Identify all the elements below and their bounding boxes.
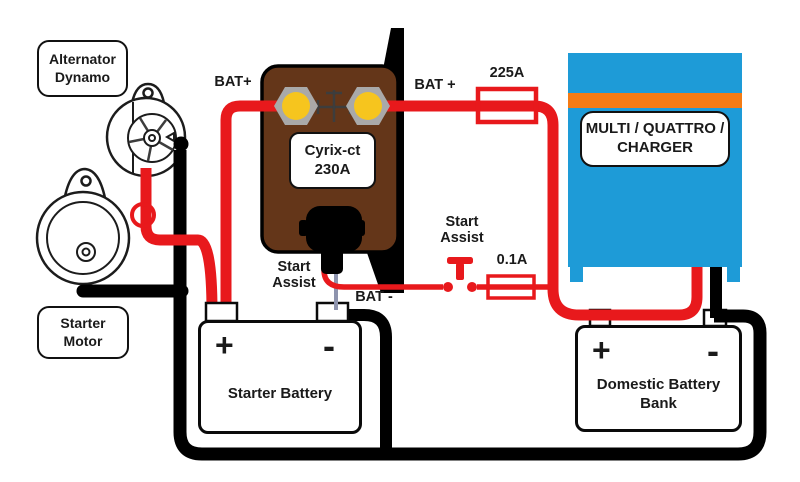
charger-foot-left [570,267,583,282]
starter-battery-name: Starter Battery [227,385,333,402]
charger-label: MULTI / QUATTRO / CHARGER [580,111,730,167]
starter-motor-label-line2: Motor [63,332,103,349]
start-assist-lower-label: Start Assist [262,259,326,291]
domestic-battery-name-line1: Domestic Battery [596,376,721,393]
start-assist-lower-line2: Assist [272,275,316,292]
bat-plus-right-label: BAT + [414,77,456,93]
charger-box: MULTI / QUATTRO / CHARGER [568,53,742,282]
charger-foot-right [727,267,740,282]
positive-wires [130,86,703,321]
relay-to-domestic-battery-wire [386,100,703,321]
switch-button-stem [456,263,464,280]
domestic-battery-minus-sign: - [707,330,719,371]
domestic-battery-box: + - Domestic Battery Bank [575,325,742,432]
starter-battery-box: + - Starter Battery [198,320,362,434]
domestic-battery-name-line2: Bank [640,395,677,412]
main-fuse-symbol [475,86,539,125]
start-assist-upper-line1: Start [445,214,479,230]
domestic-battery-plus-sign: + [592,332,611,368]
starter-battery-plus-sign: + [215,327,234,363]
bat-plus-left-label: BAT+ [214,74,252,90]
relay-terminals [274,87,390,125]
main-fuse-label: 225A [489,65,525,81]
starter-battery-minus-wire [342,309,392,452]
charger-label-line2: CHARGER [617,139,693,156]
charger-label-line1: MULTI / QUATTRO / [585,120,725,138]
switch-button-cap [447,257,473,264]
alternator-output-wire [140,168,218,313]
starter-motor-label-line1: Starter [60,315,106,332]
ground-wires [76,136,767,461]
relay-label-line1: Cyrix-ct [304,142,361,160]
assist-fuse-label: 0.1A [496,252,528,268]
starter-battery-minus-terminal [315,301,350,323]
starter-motor-label-box: Starter Motor [37,306,129,359]
switch-contact-right [467,282,477,292]
ground-loop-wire [173,150,767,461]
assist-fuse-symbol [486,274,536,300]
alternator-label-box: Alternator Dynamo [37,40,128,97]
relay-terminal-stud-left [282,92,310,120]
bat-minus-label: BAT - [355,289,393,305]
relay-label-line2: 230A [314,160,351,178]
alternator-label-line1: Alternator [49,51,116,68]
start-assist-lower-line1: Start [277,259,311,275]
relay-terminal-stud-right [354,92,382,120]
alternator-ground-dot [173,136,189,152]
alternator-label-line2: Dynamo [54,68,111,85]
relay-connector [299,206,365,274]
alternator-drawing [105,82,187,178]
starter-motor-drawing [35,167,131,286]
wire-ring-connector [130,202,156,228]
starter-battery-plus-terminal [204,301,239,323]
relay-label: Cyrix-ct 230A [289,132,376,189]
relay-to-starter-battery-wire [220,100,288,312]
start-assist-upper-label: Start Assist [430,214,494,246]
starter-battery-minus-sign: - [323,325,335,366]
switch-contact-left [443,282,453,292]
start-assist-upper-line2: Assist [440,230,484,247]
charger-stripe [568,93,742,108]
